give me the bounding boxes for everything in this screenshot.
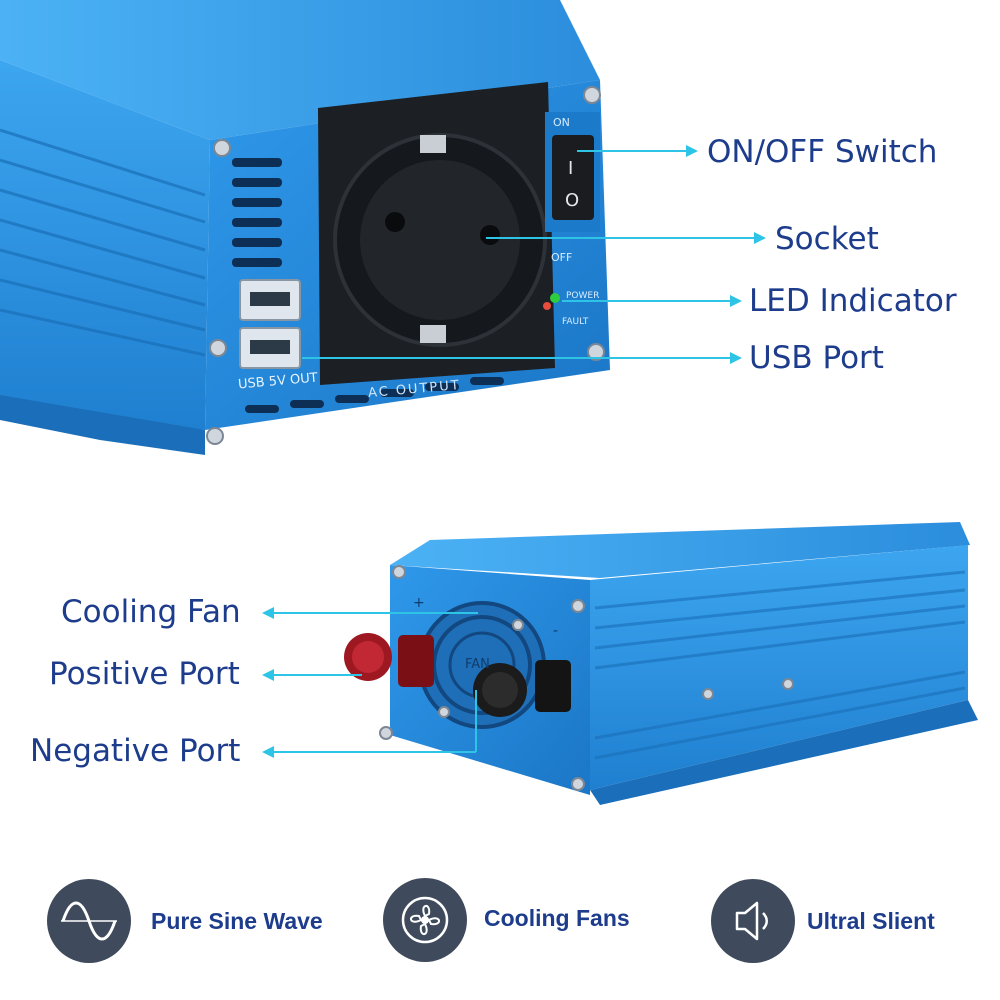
sine-wave-icon <box>47 879 131 963</box>
on-off-switch-label: ON/OFF Switch <box>707 134 938 170</box>
usb-port-label: USB Port <box>749 340 884 376</box>
inverter-closeup <box>0 0 610 455</box>
speaker-quiet-icon <box>711 879 795 963</box>
negative-port-label: Negative Port <box>30 733 241 769</box>
fan-icon <box>383 878 467 962</box>
callout-arrows <box>262 145 766 758</box>
feature-cooling-fans: Cooling Fans <box>484 905 630 931</box>
fault-marking: FAULT <box>562 317 589 327</box>
switch-o-marking: O <box>565 190 580 211</box>
off-marking: OFF <box>551 251 573 264</box>
switch-i-marking: I <box>568 158 574 179</box>
minus-marking: - <box>553 623 559 639</box>
fan-marking: FAN <box>465 657 490 672</box>
on-marking: ON <box>553 116 570 129</box>
positive-port-label: Positive Port <box>49 656 240 692</box>
cooling-fan-label: Cooling Fan <box>61 594 241 630</box>
feature-pure-sine-wave: Pure Sine Wave <box>151 908 323 934</box>
plus-marking: + <box>413 595 425 611</box>
power-marking: POWER <box>566 291 600 301</box>
socket-label: Socket <box>775 221 879 257</box>
feature-ultral-slient: Ultral Slient <box>807 908 935 934</box>
inverter-full <box>344 522 978 805</box>
led-indicator-label: LED Indicator <box>749 283 957 319</box>
